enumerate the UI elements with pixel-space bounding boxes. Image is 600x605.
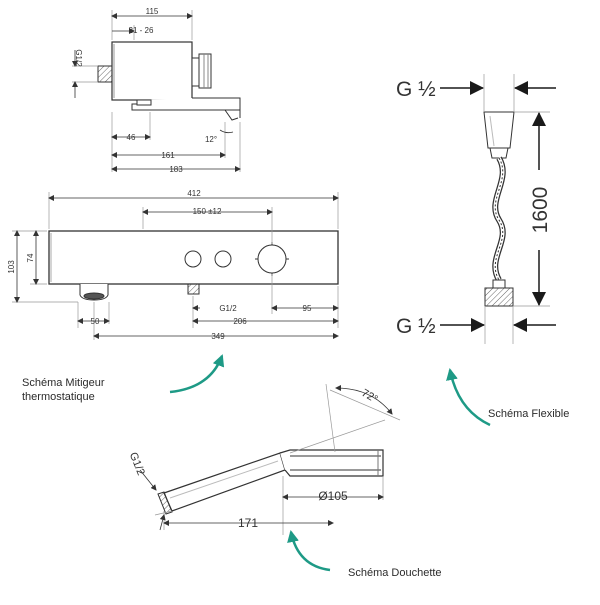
dim-161: 161 [161,151,175,160]
dim-50: 50 [91,317,100,326]
handshower-drawing [139,383,401,535]
outlet-front [187,283,200,295]
dim-g12-top: G1/2 [74,49,83,67]
arrow-to-mixer [169,354,225,394]
hose-thread-bottom: G ½ [396,315,436,338]
handshower-angle: 72° [359,387,379,406]
handshower-diameter: Ø105 [318,489,348,503]
dim-349: 349 [211,332,225,341]
dim-115: 115 [146,7,159,16]
dim-103: 103 [7,260,16,274]
button-right [214,250,232,268]
dim-46: 46 [127,133,136,142]
caption-mixer: Schéma Mitigeur thermostatique [22,377,105,403]
handshower-length: 171 [238,516,258,530]
dim-74: 74 [26,253,35,262]
arrow-to-hose [446,368,491,427]
handshower-handle [163,452,286,512]
button-left [184,250,202,268]
mixer-knob-top [191,57,200,87]
dim-150: 150 ±12 [193,207,222,216]
hose-length: 1600 [529,187,552,234]
dim-angle-12: 12° [205,135,217,144]
handshower-head [279,449,384,477]
hose-bottom-connector [484,287,514,307]
dim-21-26: 21 - 26 [129,26,154,35]
hose-thread-top: G ½ [396,78,436,101]
dim-g12-front: G1/2 [219,304,237,313]
dim-412: 412 [187,189,201,198]
hose-drawing [440,74,556,344]
thermostat-knob [257,244,287,274]
caption-hose: Schéma Flexible [488,408,570,420]
mixer-body-top [111,41,193,101]
dim-183: 183 [169,165,183,174]
mixer-inlet-top [97,65,113,83]
mixer-top-view [72,10,241,172]
arrow-to-handshower [287,530,331,572]
caption-handshower: Schéma Douchette [348,567,442,579]
dim-206: 206 [233,317,247,326]
mixer-front-view [12,192,339,340]
hose-top-connector [483,111,515,149]
handshower-thread: G1/2 [127,451,147,478]
dim-95: 95 [303,304,312,313]
